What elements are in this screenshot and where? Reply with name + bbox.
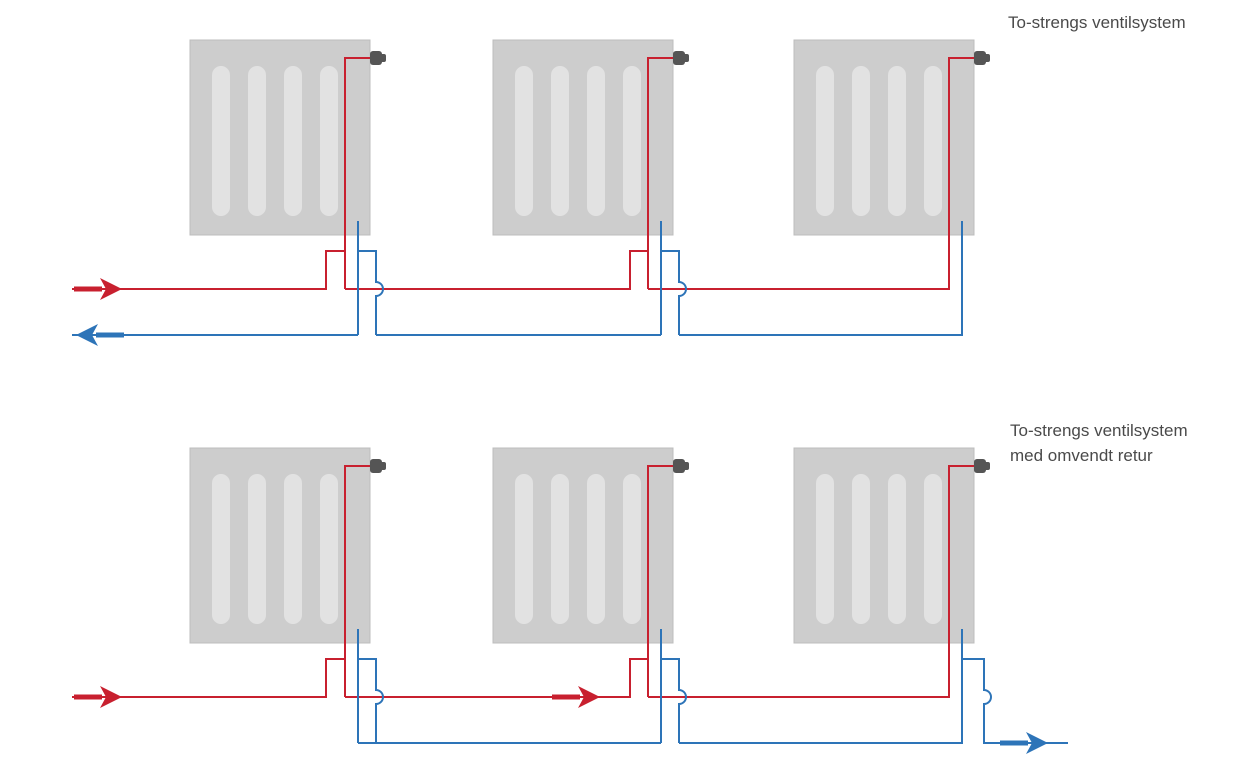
thermostat-valve-icon: [370, 459, 386, 473]
thermostat-valve-icon: [673, 459, 689, 473]
arrow-head: [578, 686, 600, 708]
title-line: To-strengs ventilsystem: [1010, 421, 1188, 440]
radiator-icon: [492, 39, 674, 236]
radiator-column: [623, 474, 641, 624]
supply-riser: [344, 57, 375, 289]
valve-head: [974, 51, 986, 65]
arrow-head: [100, 278, 122, 300]
supply-riser: [344, 465, 375, 697]
radiator-column: [320, 474, 338, 624]
supply-main: [648, 466, 950, 698]
radiator-column: [623, 66, 641, 216]
radiator-column: [852, 474, 870, 624]
radiator-column: [515, 66, 533, 216]
return-main: [679, 629, 963, 744]
radiator-icon: [793, 447, 975, 644]
thermostat-valve-icon: [974, 459, 990, 473]
supply-riser: [647, 57, 678, 289]
radiator-column: [816, 474, 834, 624]
return-crossover: [358, 250, 384, 335]
title-line: To-strengs ventilsystem: [1008, 13, 1186, 32]
radiator-column: [212, 474, 230, 624]
radiator-column: [248, 66, 266, 216]
radiator-icon: [492, 447, 674, 644]
valve-head: [673, 459, 685, 473]
radiator-column: [320, 66, 338, 216]
valve-knob: [380, 54, 386, 62]
radiator-column: [587, 66, 605, 216]
supply-main: [72, 250, 346, 290]
valve-head: [974, 459, 986, 473]
radiator-column: [888, 474, 906, 624]
thermostat-valve-icon: [370, 51, 386, 65]
flow-arrow-icon: [74, 278, 122, 300]
valve-knob: [984, 462, 990, 470]
radiator-icon: [793, 39, 975, 236]
radiator-column: [248, 474, 266, 624]
return-crossover: [358, 658, 384, 743]
supply-main: [72, 658, 346, 698]
valve-head: [370, 51, 382, 65]
radiator-column: [924, 66, 942, 216]
arrow-head: [76, 324, 98, 346]
return-outlet: [962, 658, 1068, 744]
radiator-column: [551, 474, 569, 624]
diagram-title-two-pipe: To-strengs ventilsystem: [1008, 10, 1186, 35]
radiator-column: [284, 474, 302, 624]
thermostat-valve-icon: [673, 51, 689, 65]
radiator-column: [852, 66, 870, 216]
arrow-head: [100, 686, 122, 708]
radiator-column: [284, 66, 302, 216]
supply-main: [345, 658, 649, 698]
valve-head: [370, 459, 382, 473]
supply-riser: [647, 465, 678, 697]
valve-knob: [683, 54, 689, 62]
valve-head: [673, 51, 685, 65]
radiator-column: [816, 66, 834, 216]
radiator-column: [888, 66, 906, 216]
radiator-column: [587, 474, 605, 624]
return-crossover: [661, 658, 687, 743]
diagram-title-reverse-return: To-strengs ventilsystem med omvendt retu…: [1010, 418, 1188, 468]
flow-arrow-icon: [74, 686, 122, 708]
supply-main: [345, 250, 649, 290]
radiator-column: [924, 474, 942, 624]
thermostat-valve-icon: [974, 51, 990, 65]
flow-arrow-icon: [552, 686, 600, 708]
radiator-column: [212, 66, 230, 216]
flow-arrow-icon: [76, 324, 124, 346]
radiator-column: [551, 66, 569, 216]
valve-knob: [380, 462, 386, 470]
supply-main: [648, 58, 950, 290]
title-line: med omvendt retur: [1010, 446, 1153, 465]
valve-knob: [984, 54, 990, 62]
radiator-icon: [189, 39, 371, 236]
flow-arrow-icon: [1000, 732, 1048, 754]
valve-knob: [683, 462, 689, 470]
radiator-icon: [189, 447, 371, 644]
return-crossover: [661, 250, 687, 335]
arrow-head: [1026, 732, 1048, 754]
return-main: [679, 221, 963, 336]
radiator-column: [515, 474, 533, 624]
